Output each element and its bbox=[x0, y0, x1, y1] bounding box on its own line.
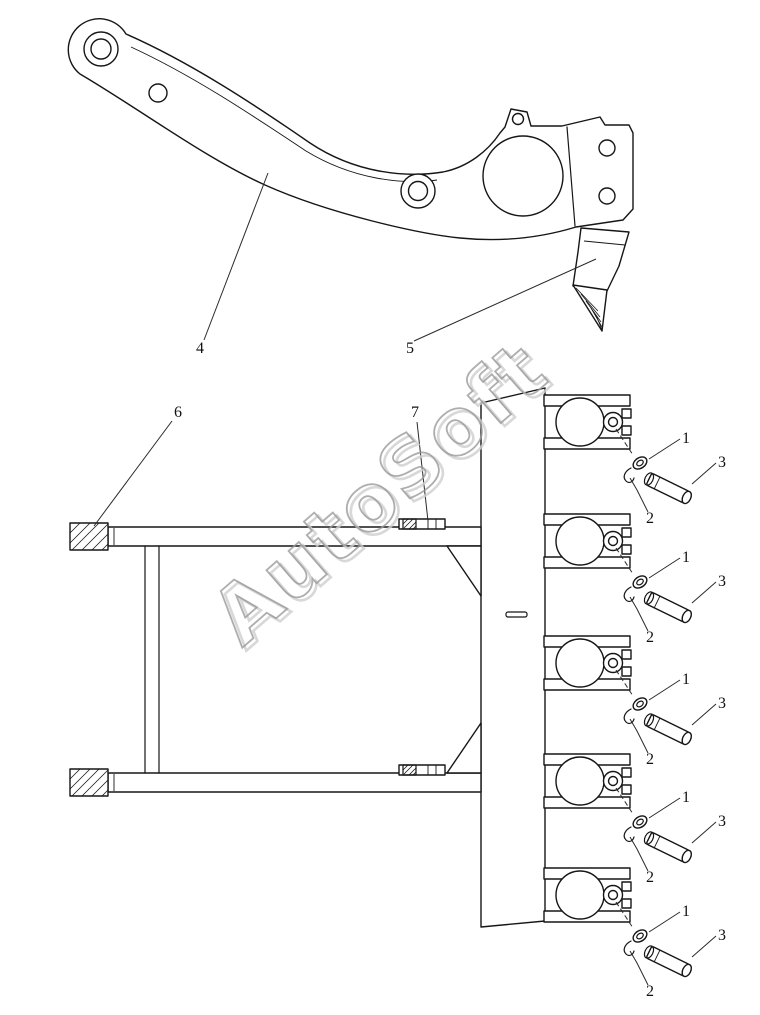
shank-clamp bbox=[543, 753, 632, 809]
main-beam bbox=[480, 387, 546, 928]
washer bbox=[632, 815, 648, 829]
roller-disc bbox=[482, 135, 564, 217]
end-cap-bottom-hatch bbox=[69, 768, 109, 797]
callout-1: 1 bbox=[648, 671, 690, 701]
callout-3: 3 bbox=[691, 813, 726, 844]
callout-4: 4 bbox=[196, 172, 269, 357]
callout-5: 5 bbox=[406, 258, 597, 357]
callout-2: 2 bbox=[629, 477, 654, 527]
callout-5-leader bbox=[413, 258, 597, 342]
crossbar-bottom-bar bbox=[107, 772, 482, 793]
clamp-unit: 1 3 2 bbox=[543, 394, 726, 527]
end-cap-top-hatch bbox=[69, 522, 109, 551]
frame-assembly: 6 7 bbox=[69, 387, 546, 928]
assembly-axis-dashed bbox=[615, 669, 634, 697]
mount-bracket bbox=[511, 112, 616, 227]
clip bbox=[623, 708, 635, 725]
tab-hole bbox=[511, 112, 525, 126]
callout-2: 2 bbox=[629, 836, 654, 886]
callout-1: 1 bbox=[648, 789, 690, 819]
callout-3-label: 3 bbox=[718, 573, 726, 590]
clip bbox=[623, 586, 635, 603]
shank-clamp bbox=[543, 513, 632, 569]
washer bbox=[632, 575, 648, 589]
clamp-unit: 1 3 2 bbox=[543, 867, 726, 1000]
callout-7: 7 bbox=[411, 404, 429, 522]
arm-assembly: 4 5 bbox=[67, 18, 634, 357]
shank-clamp bbox=[543, 867, 632, 923]
pin bbox=[643, 591, 693, 624]
callout-3-label: 3 bbox=[718, 927, 726, 944]
callout-2: 2 bbox=[629, 950, 654, 1000]
pin bbox=[643, 713, 693, 746]
arm-upper-hole bbox=[148, 83, 168, 103]
callout-2-label: 2 bbox=[646, 869, 654, 886]
callout-1-label: 1 bbox=[682, 903, 690, 920]
callout-6-leader bbox=[93, 420, 173, 527]
callout-1-label: 1 bbox=[682, 789, 690, 806]
clamp-unit: 1 3 2 bbox=[543, 753, 726, 886]
assembly-axis-dashed bbox=[615, 547, 634, 575]
beam-slot bbox=[505, 611, 528, 618]
callout-6-label: 6 bbox=[174, 404, 182, 421]
callout-3: 3 bbox=[691, 573, 726, 604]
clamp-unit: 1 3 2 bbox=[543, 513, 726, 646]
callout-2: 2 bbox=[629, 718, 654, 768]
tooth-tip-hatch bbox=[575, 287, 603, 331]
crossbar-bottom bbox=[69, 768, 482, 797]
pin bbox=[643, 945, 693, 978]
arm-top-edge-line bbox=[130, 46, 438, 182]
pin bbox=[643, 831, 693, 864]
callout-1: 1 bbox=[648, 903, 690, 933]
callout-2-label: 2 bbox=[646, 983, 654, 1000]
callout-3: 3 bbox=[691, 695, 726, 726]
callout-2: 2 bbox=[629, 596, 654, 646]
callout-3-label: 3 bbox=[718, 695, 726, 712]
callout-1: 1 bbox=[648, 549, 690, 579]
assembly-axis-dashed bbox=[615, 901, 634, 929]
mid-pivot bbox=[400, 173, 436, 209]
callout-4-leader bbox=[203, 172, 269, 341]
shank-clamp bbox=[543, 394, 632, 450]
washer bbox=[632, 929, 648, 943]
crossbar-top bbox=[69, 522, 482, 551]
callout-4-label: 4 bbox=[196, 340, 204, 357]
callout-1-label: 1 bbox=[682, 430, 690, 447]
callout-2-label: 2 bbox=[646, 629, 654, 646]
callout-7-leader bbox=[416, 421, 429, 522]
vertical-post bbox=[144, 545, 160, 774]
arm-pivot-hole bbox=[90, 38, 112, 60]
callout-6: 6 bbox=[93, 404, 182, 527]
clamp-unit: 1 3 2 bbox=[543, 635, 726, 768]
callout-1-label: 1 bbox=[682, 549, 690, 566]
pin bbox=[643, 472, 693, 505]
bar-clamp-bottom bbox=[398, 764, 446, 776]
clip bbox=[623, 826, 635, 843]
callout-5-label: 5 bbox=[406, 340, 414, 357]
callout-3-label: 3 bbox=[718, 813, 726, 830]
washer bbox=[632, 456, 648, 470]
bar-clamp-top bbox=[398, 518, 446, 530]
clip bbox=[623, 940, 635, 957]
callout-3: 3 bbox=[691, 927, 726, 958]
callout-7-label: 7 bbox=[411, 404, 419, 421]
washer bbox=[632, 697, 648, 711]
callout-1: 1 bbox=[648, 430, 690, 460]
callout-2-label: 2 bbox=[646, 510, 654, 527]
shank-clamp bbox=[543, 635, 632, 691]
assembly-axis-dashed bbox=[615, 787, 634, 815]
tooth-tip bbox=[572, 284, 608, 332]
gusset-top bbox=[446, 545, 482, 597]
gusset-bottom bbox=[446, 722, 482, 774]
callout-2-label: 2 bbox=[646, 751, 654, 768]
callout-3-label: 3 bbox=[718, 454, 726, 471]
callout-1-label: 1 bbox=[682, 671, 690, 688]
callout-3: 3 bbox=[691, 454, 726, 485]
assembly-axis-dashed bbox=[615, 428, 634, 456]
ripper-tooth bbox=[572, 227, 630, 332]
clip bbox=[623, 467, 635, 484]
